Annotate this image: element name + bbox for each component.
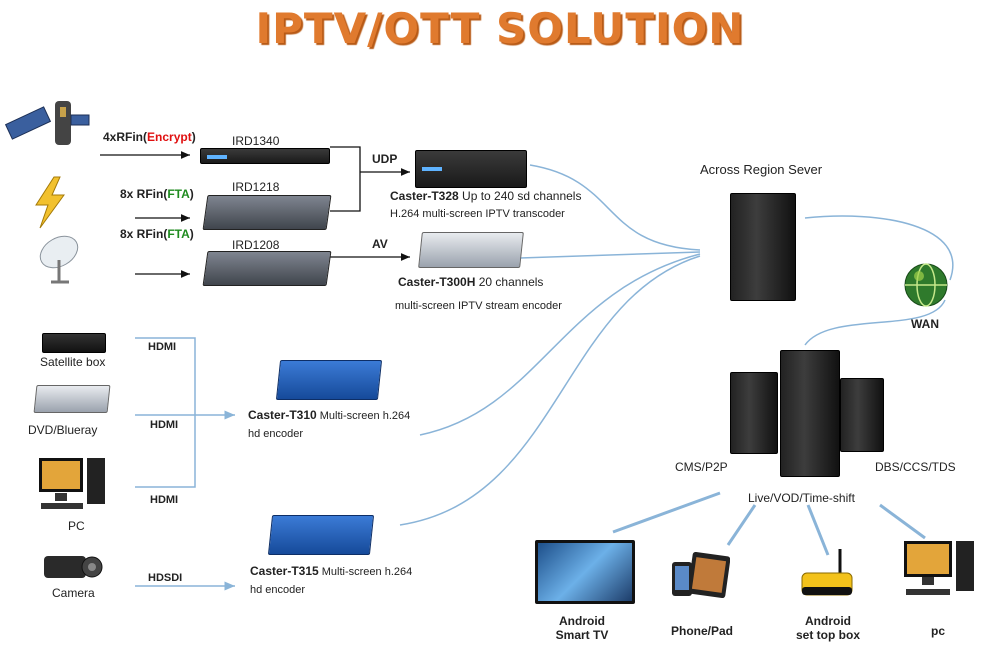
satellite-icon xyxy=(5,101,90,145)
ird1340-device xyxy=(200,148,330,164)
udp-label: UDP xyxy=(372,152,398,166)
caster-t300h-device xyxy=(418,232,524,268)
caster-t310-desc: hd encoder xyxy=(248,428,304,440)
cms-p2p-label: CMS/P2P xyxy=(675,460,728,474)
live-vod-label: Live/VOD/Time-shift xyxy=(748,491,855,505)
ird1208-label: IRD1208 xyxy=(232,238,280,252)
rf-input-3: 8x RFin(FTA) xyxy=(120,227,194,241)
lightning-icon xyxy=(35,176,65,229)
caster-t315-label: Caster-T315 Multi-screen h.264 xyxy=(250,564,413,578)
region-server-label: Across Region Sever xyxy=(700,162,823,177)
dvd-blueray-label: DVD/Blueray xyxy=(28,423,98,437)
caster-t310-device xyxy=(275,360,383,400)
caster-t315-device xyxy=(267,515,375,555)
caster-t328-label: Caster-T328 Up to 240 sd channels xyxy=(390,189,582,203)
phone-pad-icon xyxy=(672,552,730,599)
pc-icon xyxy=(39,458,105,509)
ird1218-label: IRD1218 xyxy=(232,180,280,194)
rf-input-2: 8x RFin(FTA) xyxy=(120,187,194,201)
hdmi-label-3: HDMI xyxy=(150,494,179,506)
camera-icon xyxy=(44,556,103,578)
hdmi-label-1: HDMI xyxy=(148,341,177,353)
main-server-icon xyxy=(780,350,840,477)
wan-label: WAN xyxy=(911,317,939,331)
satellite-dish-icon xyxy=(39,235,79,284)
region-server-icon xyxy=(730,193,796,301)
caster-t315-desc: hd encoder xyxy=(250,584,306,596)
rf-input-1: 4xRFin(Encrypt) xyxy=(103,130,196,144)
caster-t300h-desc: multi-screen IPTV stream encoder xyxy=(395,300,562,312)
dvd-player-icon xyxy=(33,385,111,413)
ird1340-label: IRD1340 xyxy=(232,134,280,148)
camera-label: Camera xyxy=(52,586,95,600)
pc-label: PC xyxy=(68,519,85,533)
dbs-ccs-tds-label: DBS/CCS/TDS xyxy=(875,460,956,474)
cms-server-icon xyxy=(730,372,778,454)
satellite-box-label: Satellite box xyxy=(40,355,106,369)
av-label: AV xyxy=(372,237,388,251)
hdmi-label-2: HDMI xyxy=(150,419,179,431)
caster-t300h-label: Caster-T300H 20 channels xyxy=(398,275,544,289)
hdsdi-label: HDSDI xyxy=(148,572,183,584)
caster-t328-desc: H.264 multi-screen IPTV transcoder xyxy=(390,208,565,220)
satellite-box-icon xyxy=(42,333,106,353)
ird1218-device xyxy=(202,195,332,230)
globe-icon xyxy=(904,263,948,307)
caster-t310-label: Caster-T310 Multi-screen h.264 xyxy=(248,408,411,422)
phone-pad-label: Phone/Pad xyxy=(670,624,733,638)
page-title: IPTV/OTT SOLUTION xyxy=(255,4,745,53)
ird1208-device xyxy=(202,251,332,286)
smart-tv-icon xyxy=(535,540,635,604)
client-pc-icon xyxy=(904,541,974,595)
client-pc-label: pc xyxy=(930,624,945,638)
caster-t328-device xyxy=(415,150,527,188)
set-top-box-icon xyxy=(801,549,853,596)
dbs-server-icon xyxy=(840,378,884,452)
